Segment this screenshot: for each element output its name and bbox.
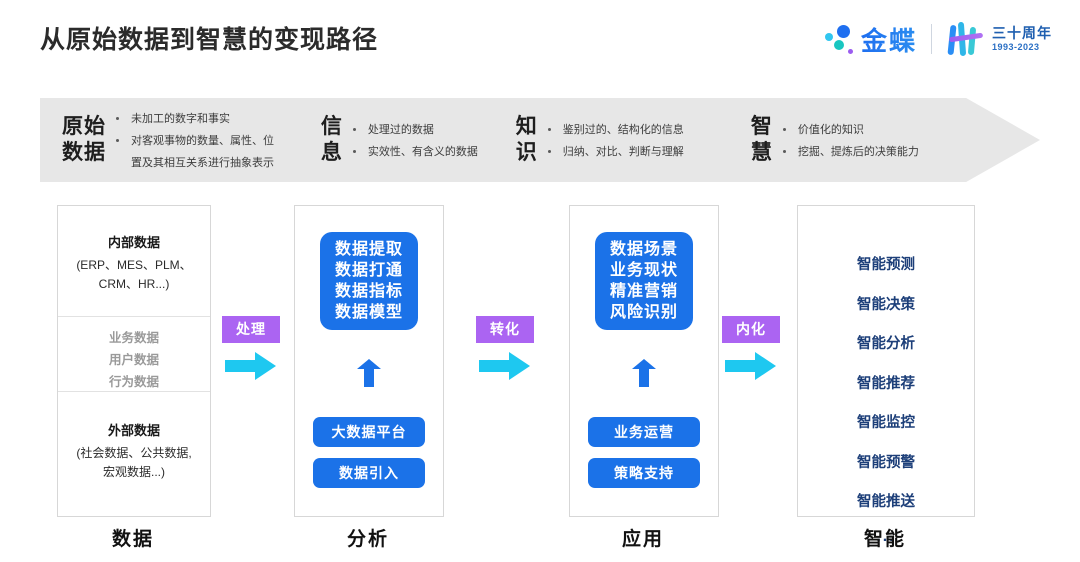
bullet-dot-icon <box>352 127 356 131</box>
stage-name: 智 慧 <box>750 114 773 164</box>
banner-stage-raw-data: 原始 数据 未加工的数字和事实 对客观事物的数量、属性、位 置及其相互关系进行抽… <box>62 98 321 182</box>
connector-label: 转化 <box>476 316 534 343</box>
column-card-intelligence: 智能预测 智能决策 智能分析 智能推荐 智能监控 智能预警 智能推送 ... <box>797 205 975 545</box>
connector-label: 内化 <box>722 316 780 343</box>
bottom-label-intelligence: 智能 <box>863 529 906 550</box>
stage-bullet-text: 价值化的知识 <box>797 124 864 136</box>
stage-bullet-text: 实效性、有含义的数据 <box>367 146 478 158</box>
anniversary-brush-icon <box>946 20 986 58</box>
stage-bullets: 价值化的知识 挖掘、提炼后的决策能力 <box>782 118 919 162</box>
intelligence-item: 智能决策 <box>857 296 915 313</box>
application-pill-1[interactable]: 业务运营 <box>588 417 700 447</box>
stage-bullet-text: 置及其相互关系进行抽象表示 <box>131 157 274 169</box>
up-arrow-icon <box>631 358 657 388</box>
page-title: 从原始数据到智慧的变现路径 <box>40 26 379 54</box>
bullet-dot-icon <box>547 149 551 153</box>
intelligence-item: 智能分析 <box>857 336 915 352</box>
banner-stage-wisdom: 智 慧 价值化的知识 挖掘、提炼后的决策能力 <box>751 98 945 182</box>
intelligence-item: 智能预测 <box>857 257 915 273</box>
connector-process: 处理 <box>222 316 280 381</box>
stage-bullet-text: 处理过的数据 <box>367 124 434 136</box>
bullet-dot-icon <box>547 127 551 131</box>
stage-bullet-text: 挖掘、提炼后的决策能力 <box>797 146 919 158</box>
anniversary-label: 三十周年 <box>992 24 1052 41</box>
column-card-application: 数据场景 业务现状 精准营销 风险识别 业务运营 策略支持 <box>569 205 719 517</box>
column-card-data: 内部数据 (ERP、MES、PLM、 CRM、HR...) 业务数据 用户数据 … <box>57 205 211 517</box>
stage-bullet-text: 归纳、对比、判断与理解 <box>562 146 684 158</box>
internal-data-section: 内部数据 (ERP、MES、PLM、 CRM、HR...) <box>58 206 210 316</box>
connector-internalize: 内化 <box>722 316 780 381</box>
page-header: 从原始数据到智慧的变现路径 金蝶 三十周年 1993-2023 <box>0 0 1080 78</box>
brand-divider <box>931 24 932 54</box>
intelligence-item: 智能预警 <box>857 454 915 471</box>
middle-data-line: 行为数据 <box>108 374 159 389</box>
column-card-analysis: 数据提取 数据打通 数据指标 数据模型 大数据平台 数据引入 <box>294 205 444 517</box>
right-arrow-icon <box>476 351 534 381</box>
stage-name: 原始 数据 <box>62 114 106 164</box>
brand-logo: 金蝶 三十周年 1993-2023 <box>821 16 1052 62</box>
bottom-label-application: 应用 <box>621 529 664 550</box>
up-arrow-icon <box>356 358 382 388</box>
stage-bullet-text: 鉴别过的、结构化的信息 <box>562 124 684 136</box>
application-main-box: 数据场景 业务现状 精准营销 风险识别 <box>595 232 693 330</box>
bullet-dot-icon <box>352 149 356 153</box>
intelligence-list: 智能预测 智能决策 智能分析 智能推荐 智能监控 智能预警 智能推送 ... <box>798 258 974 546</box>
middle-data-section: 业务数据 用户数据 行为数据 <box>58 317 210 391</box>
stage-name: 信 息 <box>320 114 343 164</box>
stage-bullets: 鉴别过的、结构化的信息 归纳、对比、判断与理解 <box>547 118 684 162</box>
connector-label: 处理 <box>222 316 280 343</box>
intelligence-ellipsis: ... <box>876 527 896 545</box>
middle-data-line: 用户数据 <box>108 352 159 367</box>
card-divider <box>58 391 210 392</box>
external-data-sub: (社会数据、公共数据, 宏观数据...) <box>76 446 192 479</box>
stage-bullet-text: 未加工的数字和事实 <box>131 113 230 125</box>
bullet-dot-icon <box>782 127 786 131</box>
kingdee-dots-icon <box>821 22 855 56</box>
bottom-label-data: 数据 <box>111 529 154 550</box>
bullet-dot-icon <box>116 138 119 142</box>
stage-name: 知 识 <box>515 114 538 164</box>
intelligence-item: 智能推荐 <box>857 375 915 392</box>
stage-bullets: 处理过的数据 实效性、有含义的数据 <box>352 118 478 162</box>
right-arrow-icon <box>222 351 280 381</box>
brand-name: 金蝶 <box>861 21 917 58</box>
banner-stage-information: 信 息 处理过的数据 实效性、有含义的数据 <box>321 98 506 182</box>
external-data-section: 外部数据 (社会数据、公共数据, 宏观数据...) <box>58 392 210 514</box>
bullet-dot-icon <box>116 116 119 120</box>
internal-data-sub: (ERP、MES、PLM、 CRM、HR...) <box>76 258 192 291</box>
analysis-pill-1[interactable]: 大数据平台 <box>313 417 425 447</box>
bottom-label-analysis: 分析 <box>346 529 389 550</box>
stage-bullet-text: 对客观事物的数量、属性、位 <box>131 135 274 147</box>
internal-data-title: 内部数据 <box>107 235 160 250</box>
bullet-dot-icon <box>782 149 786 153</box>
application-pill-2[interactable]: 策略支持 <box>588 458 700 488</box>
anniversary-badge: 三十周年 1993-2023 <box>946 20 1052 58</box>
stage-bullets: 未加工的数字和事实 对客观事物的数量、属性、位 置及其相互关系进行抽象表示 <box>116 107 274 173</box>
intelligence-item: 智能推送 <box>857 494 915 510</box>
card-divider <box>58 316 210 317</box>
analysis-main-box: 数据提取 数据打通 数据指标 数据模型 <box>320 232 418 330</box>
anniversary-years: 1993-2023 <box>992 41 1040 52</box>
analysis-pill-2[interactable]: 数据引入 <box>313 458 425 488</box>
connector-transform: 转化 <box>476 316 534 381</box>
right-arrow-icon <box>722 351 780 381</box>
dikw-banner: 原始 数据 未加工的数字和事实 对客观事物的数量、属性、位 置及其相互关系进行抽… <box>40 98 1040 182</box>
banner-stage-knowledge: 知 识 鉴别过的、结构化的信息 归纳、对比、判断与理解 <box>516 98 747 182</box>
external-data-title: 外部数据 <box>107 423 160 438</box>
intelligence-item: 智能监控 <box>857 415 915 431</box>
middle-data-line: 业务数据 <box>108 331 159 345</box>
